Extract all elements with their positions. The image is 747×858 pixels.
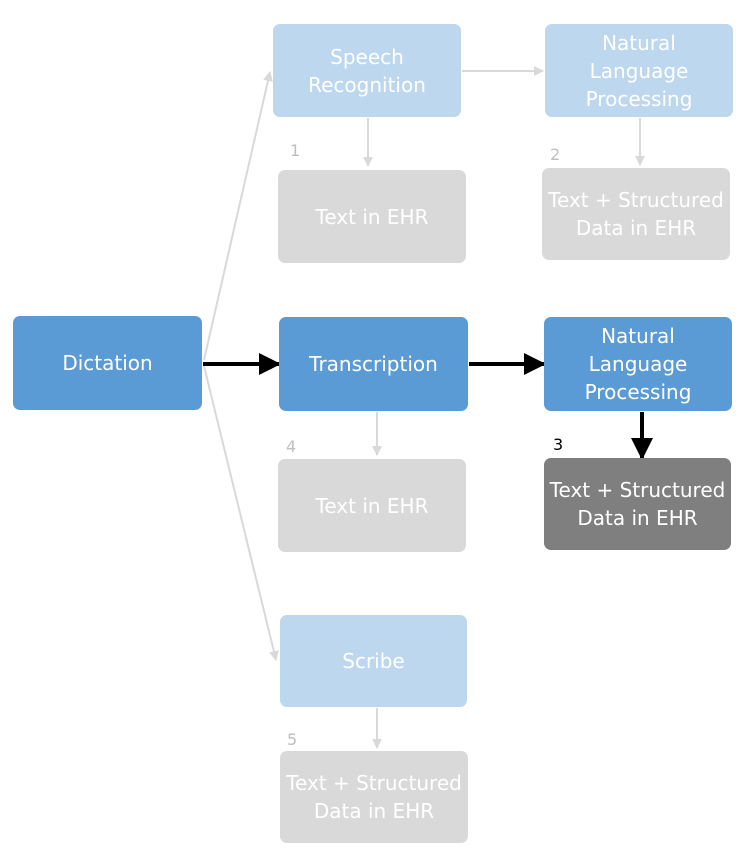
text-ehr-1-node: Text in EHR xyxy=(278,170,466,263)
pathway-number-5: 5 xyxy=(287,730,298,749)
text-structured-3-node: Text + Structured Data in EHR xyxy=(544,458,731,550)
pathway-number-1: 1 xyxy=(290,141,301,160)
speech-recognition-node: Speech Recognition xyxy=(273,24,461,117)
pathway-number-4: 4 xyxy=(286,437,297,456)
nlp-top-node: Natural Language Processing xyxy=(545,24,733,117)
arrow-dictation-to-speech-recognition xyxy=(203,71,273,361)
nlp-middle-node: Natural Language Processing xyxy=(544,317,732,411)
pathway-number-3: 3 xyxy=(553,435,564,454)
transcription-node: Transcription xyxy=(279,317,468,411)
pathway-number-2: 2 xyxy=(550,145,561,164)
text-structured-5-node: Text + Structured Data in EHR xyxy=(280,751,468,843)
text-structured-2-node: Text + Structured Data in EHR xyxy=(542,168,730,260)
arrow-dictation-to-scribe xyxy=(203,365,279,661)
dictation-node: Dictation xyxy=(13,316,202,410)
text-ehr-4-node: Text in EHR xyxy=(278,459,466,552)
scribe-node: Scribe xyxy=(280,615,467,707)
